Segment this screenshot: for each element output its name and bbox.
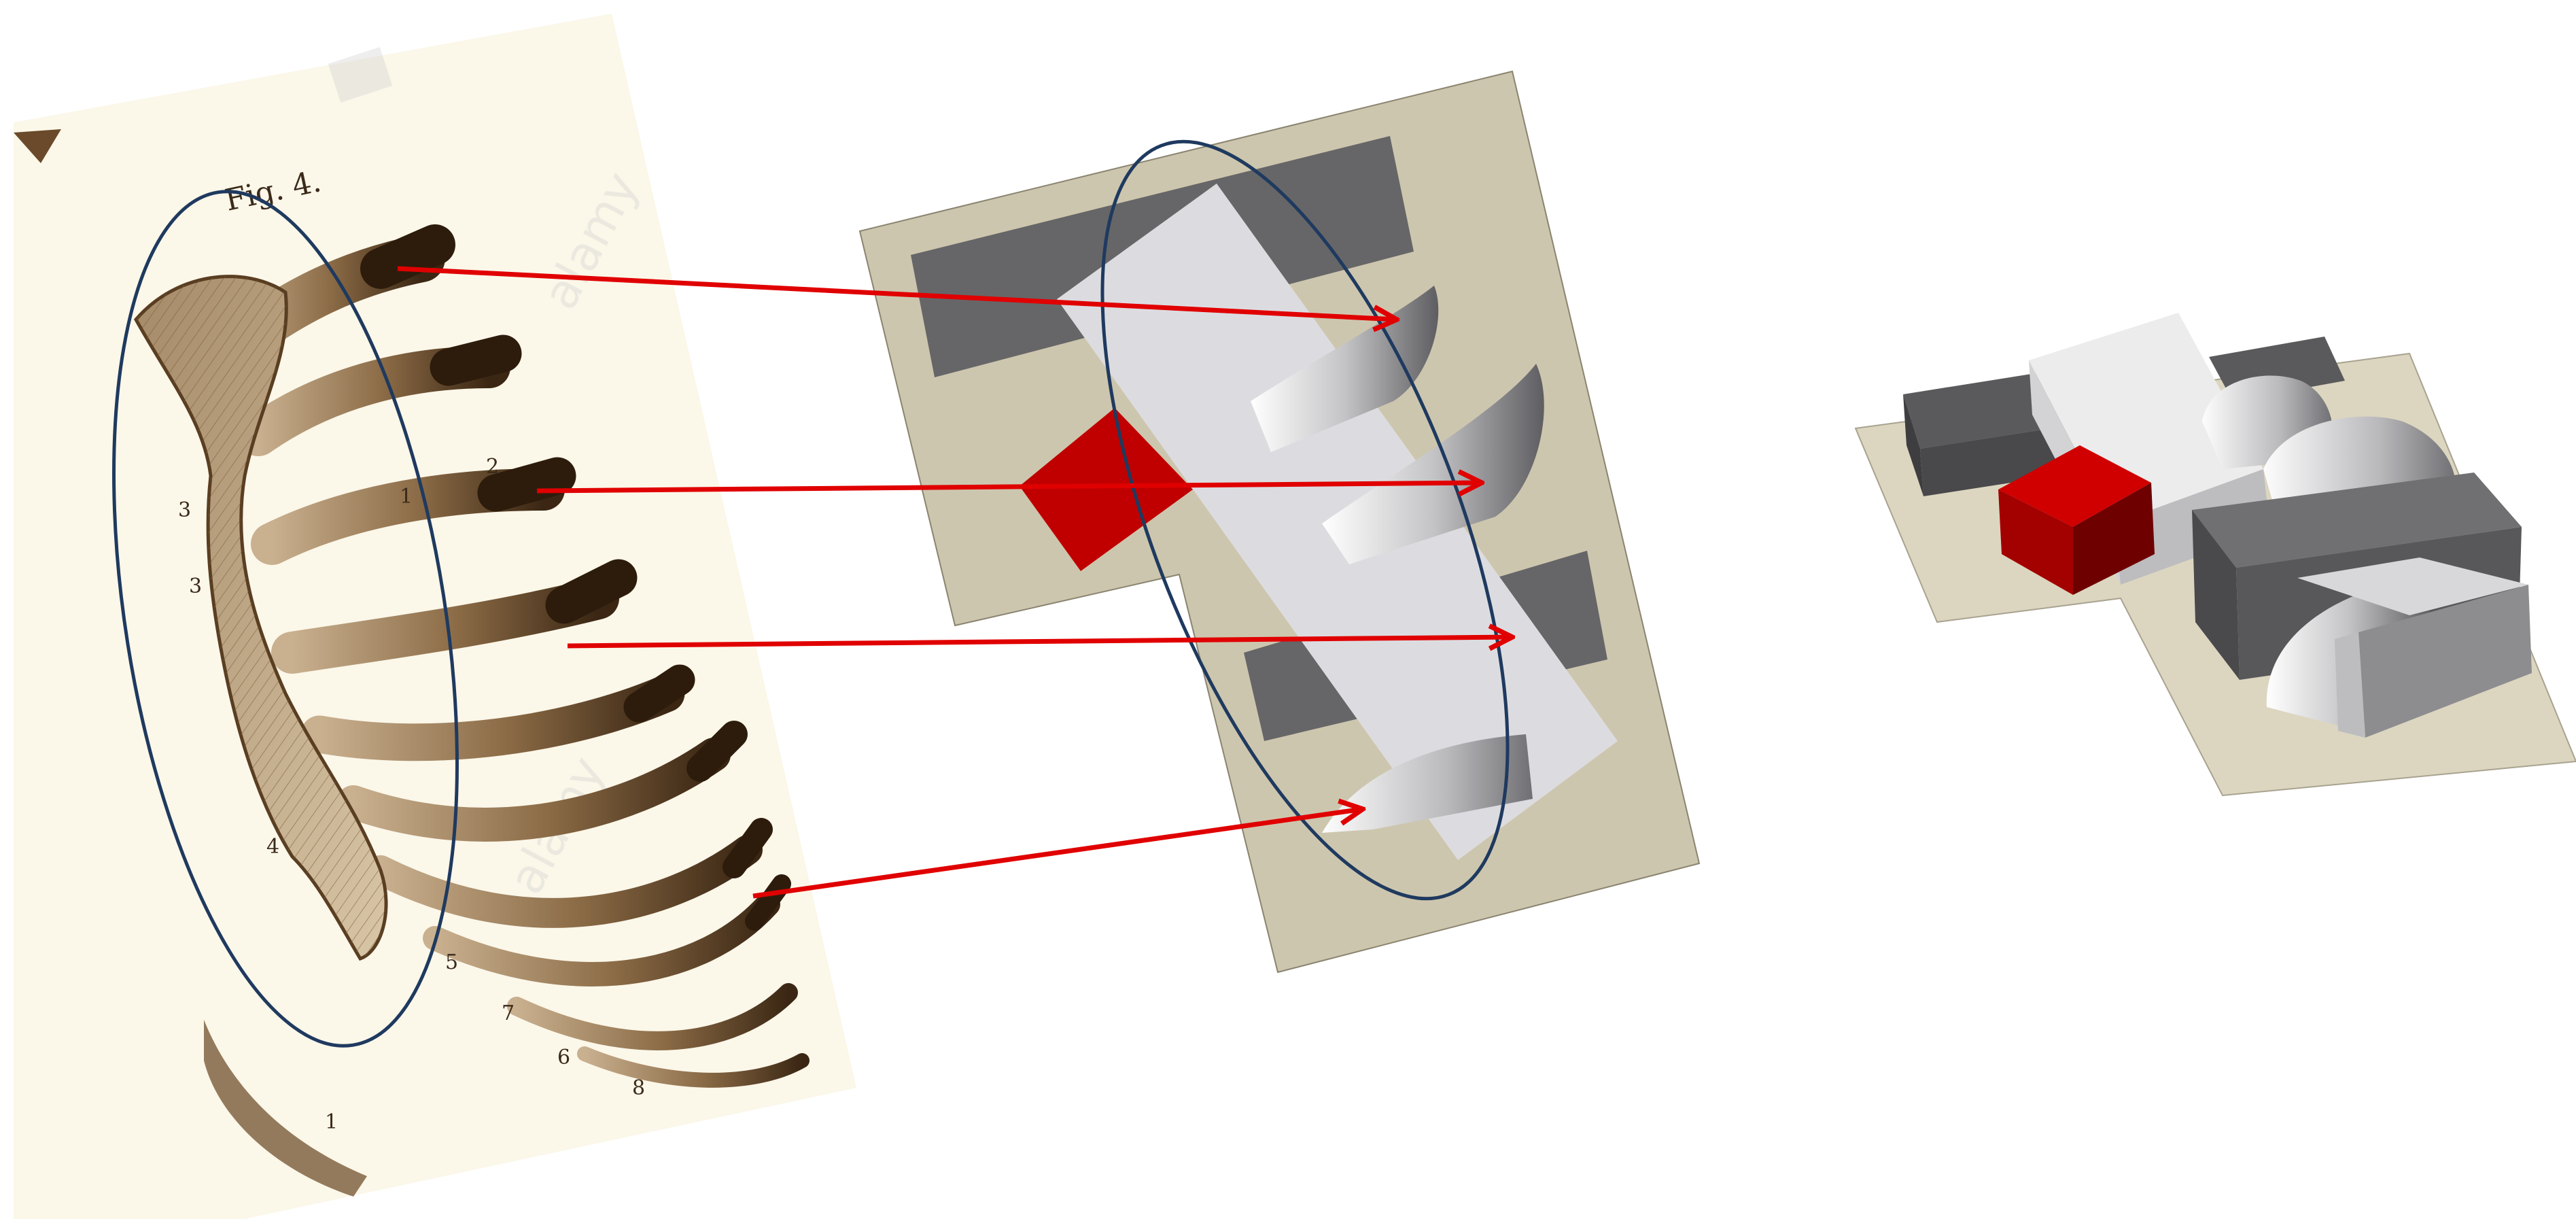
plan-dome-2 xyxy=(1322,364,1544,564)
arrow-rib2-to-dome2 xyxy=(536,483,1482,491)
anatomy-label-7: 7 xyxy=(502,1001,515,1025)
arrow-rib5-to-dome3 xyxy=(752,809,1363,899)
anatomy-label-4: 4 xyxy=(266,835,279,859)
clavicle-fragment xyxy=(14,129,61,163)
anatomy-panel: alamy alamy Fig. 4. xyxy=(14,14,856,1219)
anatomy-label-8: 8 xyxy=(632,1076,645,1100)
plan-red-block xyxy=(1020,408,1193,571)
rib-7 xyxy=(366,835,763,928)
rib-6 xyxy=(336,738,731,842)
anatomy-label-3b: 3 xyxy=(189,574,202,598)
anatomy-label-6: 6 xyxy=(557,1046,570,1069)
sternum-highlight-ellipse xyxy=(112,190,459,1048)
model-panel xyxy=(1854,313,2576,797)
model-dark-block-front xyxy=(2192,473,2522,568)
lower-fragment xyxy=(204,1020,367,1197)
plan-dome-3 xyxy=(1322,734,1533,833)
anatomy-label-1b: 1 xyxy=(325,1110,338,1134)
anatomy-label-5: 5 xyxy=(445,950,458,974)
anatomy-label-1: 1 xyxy=(400,485,413,509)
plan-panel xyxy=(858,70,1701,974)
model-light-block-front xyxy=(2297,557,2528,615)
rib-9 xyxy=(507,983,798,1050)
model-red-cube-top xyxy=(1998,445,2151,527)
arrow-rib1-to-dome1 xyxy=(397,266,1397,320)
rib-10 xyxy=(577,1046,810,1088)
arrow-rib3-to-block xyxy=(567,637,1512,646)
plan-highlight-ellipse xyxy=(1100,139,1510,901)
anatomy-labels: 1 2 3 3 4 5 7 6 8 1 xyxy=(178,455,645,1134)
anatomy-label-2: 2 xyxy=(486,455,499,479)
model-dark-block-top xyxy=(1903,371,2073,449)
rib-8 xyxy=(423,892,780,986)
anatomy-label-3a: 3 xyxy=(178,498,191,522)
correspondence-arrows xyxy=(397,266,1512,899)
